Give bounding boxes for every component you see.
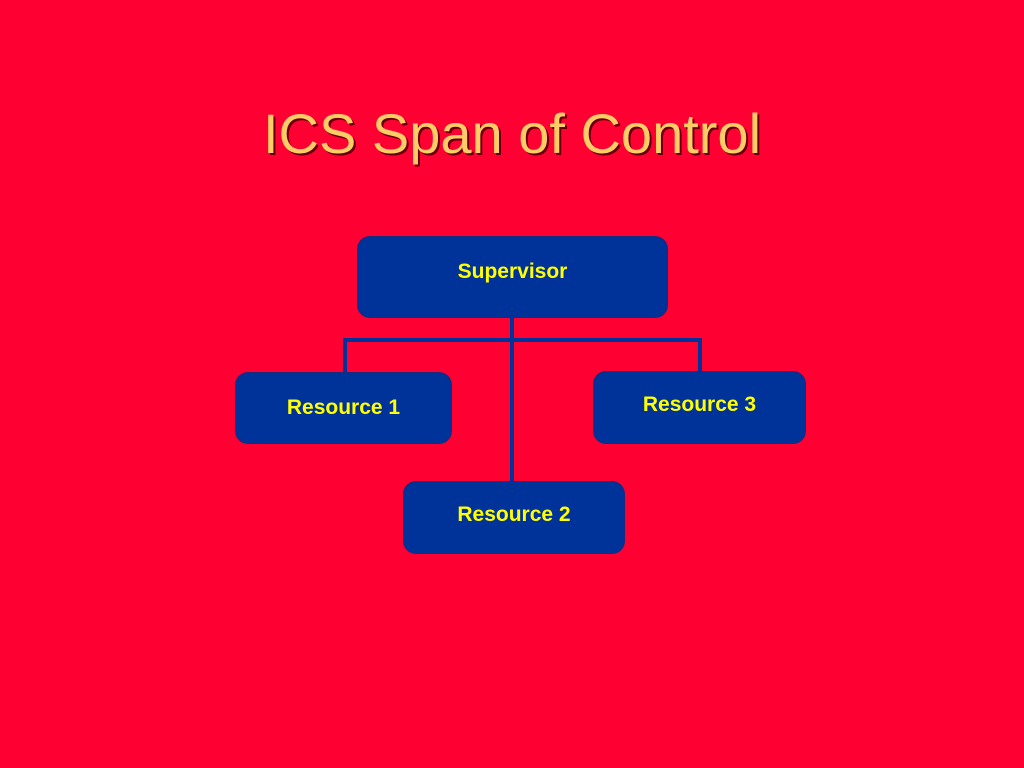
node-supervisor: Supervisor <box>358 237 667 317</box>
node-resource-1-label: Resource 1 <box>286 396 401 419</box>
node-resource-1: Resource 1 <box>236 373 451 443</box>
node-resource-3: Resource 3 <box>594 372 805 443</box>
node-resource-2-label: Resource 2 <box>457 503 571 526</box>
slide-title: ICS Span of Control <box>262 102 762 165</box>
node-resource-2: Resource 2 <box>404 482 624 553</box>
node-resource-3-label: Resource 3 <box>642 393 757 416</box>
node-supervisor-label: Supervisor <box>457 260 568 283</box>
